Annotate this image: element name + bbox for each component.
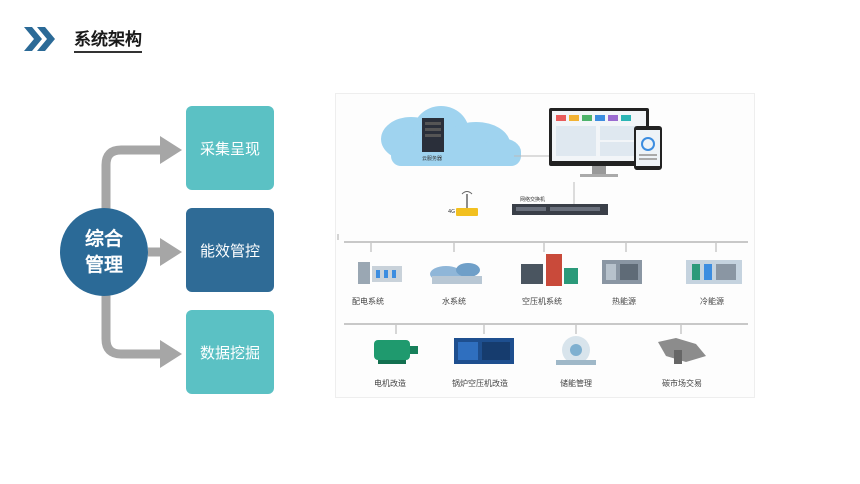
motor-icon <box>374 340 418 364</box>
gateway-label: 网络交换机 <box>520 197 546 203</box>
double-chevron-right-icon <box>24 27 55 51</box>
module-efficiency-control[interactable]: 能效管控 <box>186 208 274 292</box>
heat-source-icon <box>602 260 642 284</box>
row1-label: 水系统 <box>442 297 466 306</box>
cloud-label: 云服务器 <box>422 156 443 162</box>
cold-source-icon <box>686 260 742 284</box>
cloud-icon <box>381 106 521 166</box>
gateway-icon <box>512 204 608 215</box>
row1-label: 冷能源 <box>700 297 724 306</box>
module-label: 采集呈现 <box>199 139 260 158</box>
air-compressor-icon <box>521 254 578 286</box>
water-system-icon <box>430 263 482 284</box>
router-icon <box>456 191 478 216</box>
hub-line-2: 管理 <box>84 254 123 276</box>
header: 系统架构 <box>22 24 142 54</box>
hub-circle: 综合 管理 <box>60 208 148 296</box>
diagram-graphics <box>337 106 748 365</box>
module-collect-display[interactable]: 采集呈现 <box>186 106 274 190</box>
row2-label: 电机改造 <box>374 379 406 388</box>
page-title: 系统架构 <box>74 25 142 53</box>
module-data-mining[interactable]: 数据挖掘 <box>186 310 274 394</box>
module-label: 数据挖掘 <box>199 343 260 362</box>
row2-label: 碳市场交易 <box>662 379 702 388</box>
architecture-diagram: 云服务器 4G 网络交换机 配电系统 水系统 空压机系统 热能源 冷能源 电机改… <box>335 93 755 398</box>
server-icon <box>422 118 444 152</box>
power-distribution-icon <box>358 262 402 284</box>
row2-label: 储能管理 <box>560 379 592 388</box>
hub-line-1: 综合 <box>84 228 123 250</box>
module-label: 能效管控 <box>199 241 260 260</box>
monitor-icon <box>549 108 649 177</box>
row2-label: 锅炉空压机改造 <box>452 379 508 388</box>
row1-label: 热能源 <box>612 297 636 306</box>
boiler-compressor-icon <box>454 338 514 364</box>
row1-label: 空压机系统 <box>522 297 562 306</box>
energy-storage-icon <box>556 336 596 365</box>
carbon-trading-icon <box>658 338 706 364</box>
row1-label: 配电系统 <box>352 297 384 306</box>
router-label: 4G <box>448 209 456 215</box>
phone-icon <box>634 126 662 170</box>
